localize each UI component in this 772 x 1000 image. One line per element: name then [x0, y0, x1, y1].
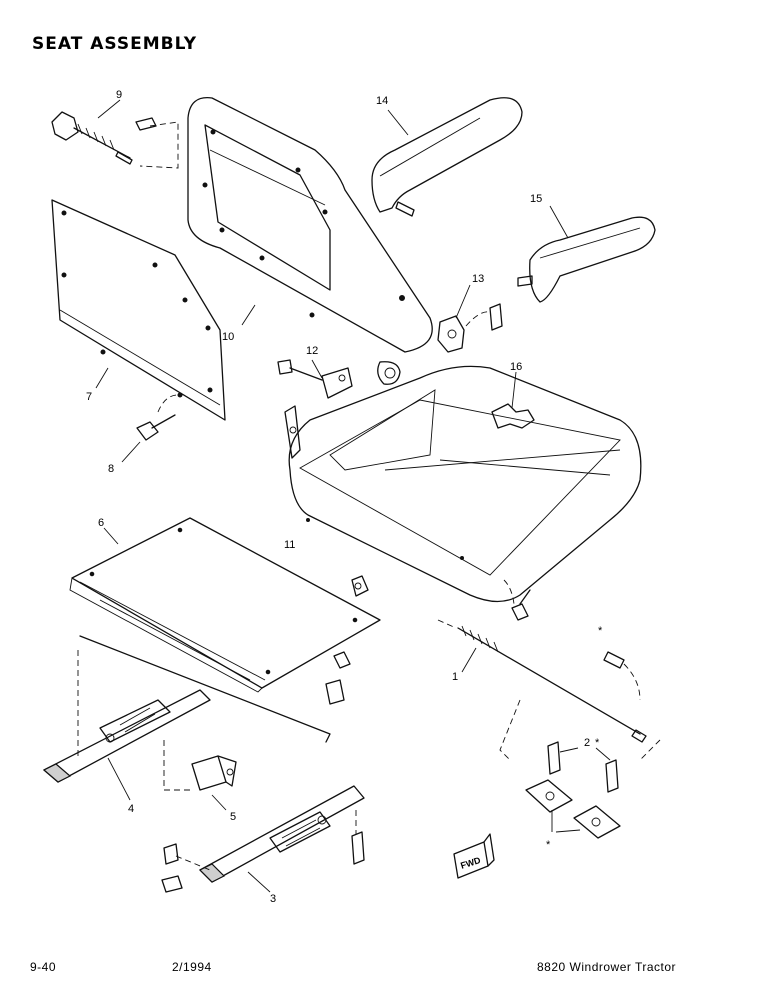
callout-9: 9 — [116, 89, 122, 101]
decal-part-16 — [491, 403, 535, 429]
bracket-part-12 — [277, 359, 353, 399]
cushion-screw — [503, 579, 531, 621]
knob-bolt-part-9 — [51, 111, 179, 169]
leader-7 — [95, 367, 109, 389]
callout-15: 15 — [530, 193, 542, 205]
armrest-part-14 — [371, 97, 523, 217]
seat-cushion-part-11 — [284, 365, 642, 603]
callout-10: 10 — [222, 331, 234, 343]
leader-6 — [103, 527, 119, 545]
leader-10 — [241, 304, 256, 326]
leader-4 — [107, 757, 131, 801]
callout-14: 14 — [376, 95, 388, 107]
mounting-plate-part-6 — [69, 517, 381, 705]
callout-4: 4 — [128, 803, 134, 815]
roller-brackets-part-2 — [499, 699, 661, 839]
slide-rail-part-4 — [42, 650, 211, 783]
seat-back-part-10 — [187, 97, 433, 385]
leader-8 — [121, 441, 141, 463]
release-rod — [79, 635, 331, 743]
leader-15 — [549, 205, 569, 239]
leader-3 — [247, 871, 271, 893]
callout-2: 2 — [584, 737, 590, 749]
callout-3: 3 — [270, 893, 276, 905]
callout-11: 11 — [284, 539, 295, 551]
page-title: SEAT ASSEMBLY — [32, 34, 198, 54]
rear-panel-part-7 — [51, 199, 226, 421]
bracket-part-13 — [437, 303, 503, 353]
star-note-2: * — [595, 737, 600, 749]
leader-13 — [455, 284, 471, 319]
callout-5: 5 — [230, 811, 236, 823]
callout-13: 13 — [472, 273, 484, 285]
star-note-1: * — [598, 625, 603, 637]
forward-direction-symbol: FWD — [453, 833, 495, 879]
callout-6: 6 — [98, 517, 104, 529]
armrest-part-15 — [517, 216, 656, 303]
callout-12: 12 — [306, 345, 318, 357]
fwd-label: FWD — [459, 855, 482, 871]
revision-date: 2/1994 — [172, 960, 212, 974]
callout-1: 1 — [452, 671, 458, 683]
slide-rail-part-3 — [161, 785, 365, 893]
adjustment-rod-part-1 — [437, 619, 647, 743]
leader-12 — [311, 359, 323, 379]
callout-7: 7 — [86, 391, 92, 403]
leader-1 — [461, 647, 477, 673]
leader-9 — [97, 99, 121, 119]
callout-8: 8 — [108, 463, 114, 475]
model-name: 8820 Windrower Tractor — [537, 960, 677, 974]
callout-16: 16 — [510, 361, 522, 373]
leader-16 — [511, 371, 517, 409]
screw-part-8 — [136, 394, 179, 441]
leader-5 — [211, 794, 227, 811]
leader-14 — [387, 109, 409, 136]
page-number: 9-40 — [30, 960, 57, 974]
latch-bracket-part-5 — [163, 740, 237, 791]
star-note-3: * — [546, 839, 551, 851]
